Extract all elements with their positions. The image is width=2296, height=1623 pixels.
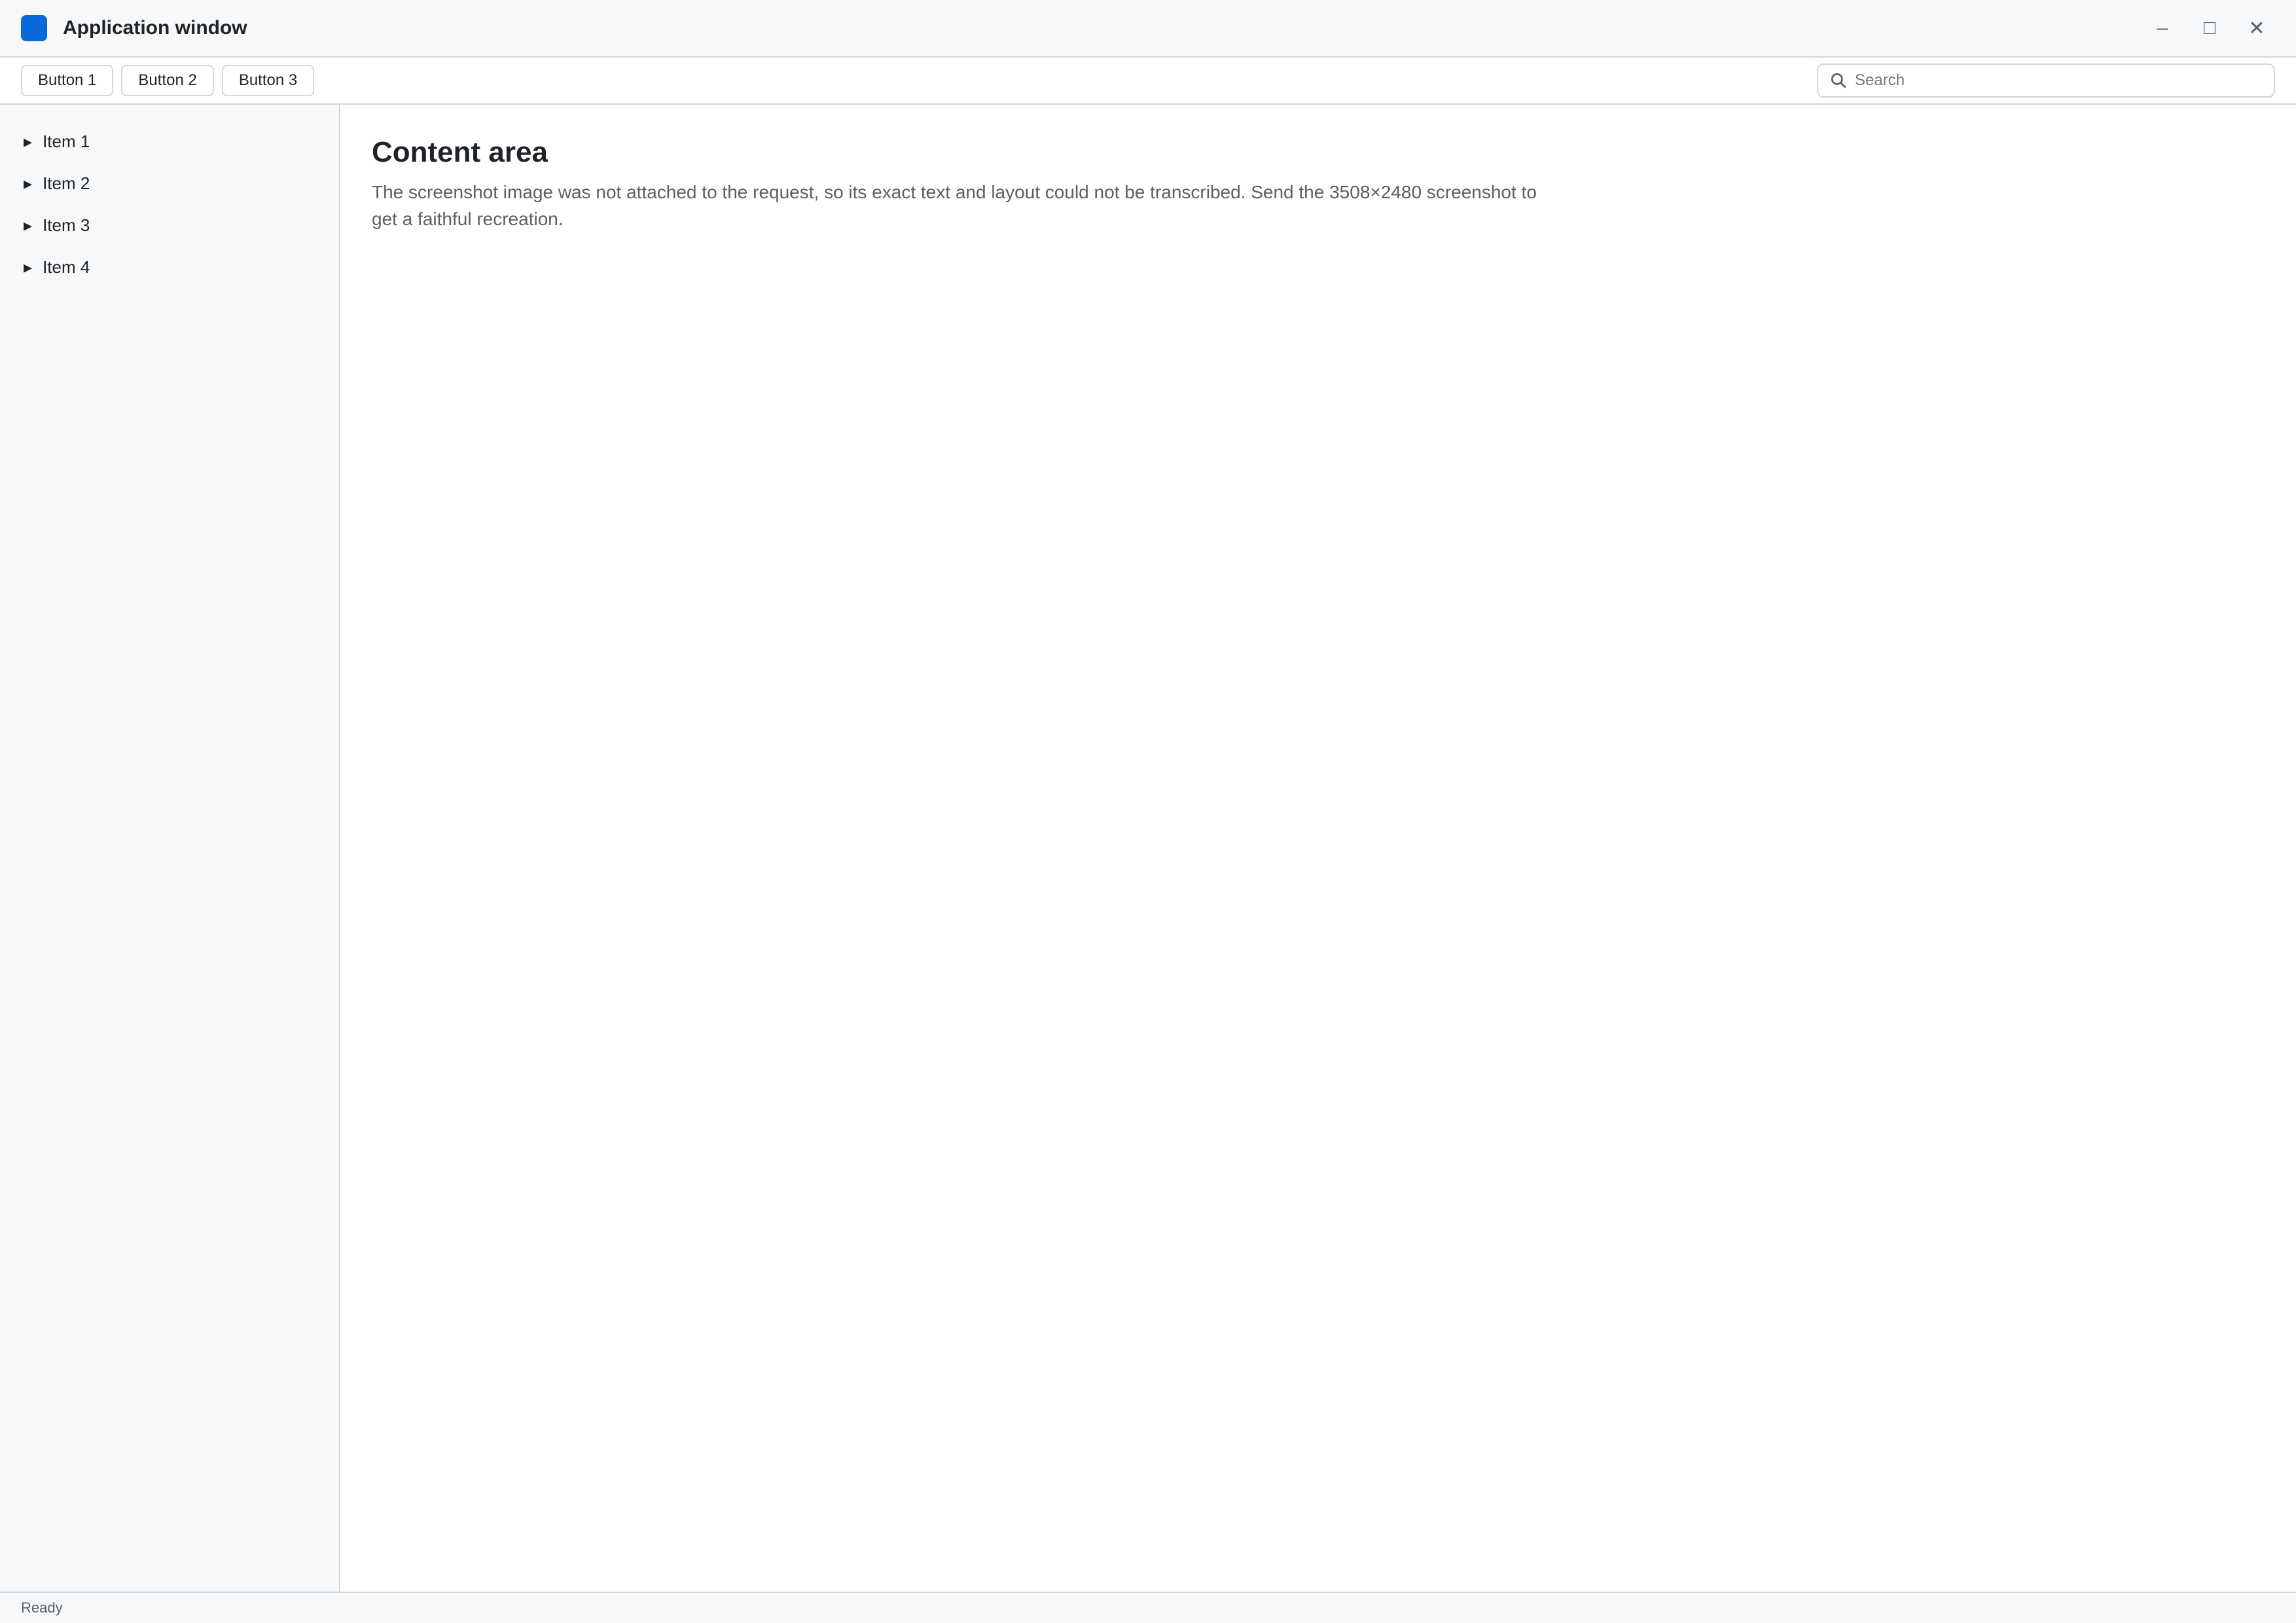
sidebar: ▸ Item 1 ▸ Item 2 ▸ Item 3 ▸ Item 4: [0, 105, 340, 1592]
app-icon: [21, 15, 47, 41]
status-bar: Ready: [0, 1592, 2296, 1623]
page-title: Content area: [372, 136, 548, 168]
folder-icon: ▸: [24, 131, 33, 151]
folder-icon: ▸: [24, 215, 33, 235]
minimize-icon[interactable]: –: [2144, 10, 2181, 46]
sidebar-item-3[interactable]: ▸ Item 3: [10, 204, 329, 246]
maximize-icon[interactable]: □: [2191, 10, 2228, 46]
sidebar-item-label: Item 4: [43, 257, 90, 277]
folder-icon: ▸: [24, 257, 33, 277]
close-icon[interactable]: ✕: [2238, 10, 2275, 46]
toolbar-button-2[interactable]: Button 2: [121, 65, 214, 96]
sidebar-item-label: Item 2: [43, 173, 90, 193]
sidebar-item-4[interactable]: ▸ Item 4: [10, 246, 329, 288]
window-title: Application window: [63, 17, 247, 39]
main-content: Content area The screenshot image was no…: [340, 105, 2296, 1592]
sidebar-item-2[interactable]: ▸ Item 2: [10, 162, 329, 204]
toolbar: Button 1 Button 2 Button 3: [0, 58, 2296, 105]
toolbar-button-1[interactable]: Button 1: [21, 65, 114, 96]
sidebar-item-label: Item 3: [43, 215, 90, 235]
sidebar-item-1[interactable]: ▸ Item 1: [10, 120, 329, 162]
window-controls: – □ ✕: [2144, 10, 2275, 46]
status-text: Ready: [21, 1599, 63, 1616]
search-input[interactable]: [1855, 71, 2262, 90]
search-icon: [1831, 73, 1846, 88]
missing-image-notice: The screenshot image was not attached to…: [372, 182, 1537, 229]
toolbar-button-3[interactable]: Button 3: [221, 65, 315, 96]
search-box: [1817, 63, 2275, 98]
title-bar: Application window – □ ✕: [0, 0, 2296, 58]
sidebar-item-label: Item 1: [43, 131, 90, 151]
content-body: ▸ Item 1 ▸ Item 2 ▸ Item 3 ▸ Item 4 Cont…: [0, 105, 2296, 1592]
folder-icon: ▸: [24, 173, 33, 193]
